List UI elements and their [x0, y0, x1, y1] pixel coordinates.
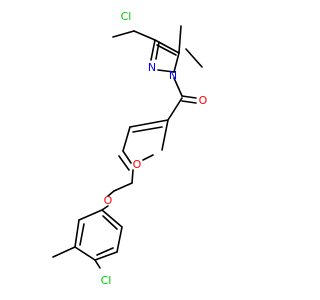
bond [102, 215, 118, 230]
atom-label-cl-bottom: Cl [101, 274, 112, 287]
bond [118, 155, 130, 171]
bond [181, 100, 197, 104]
bond [101, 209, 123, 228]
bond [142, 154, 154, 161]
bond [112, 30, 135, 38]
bond [122, 150, 132, 164]
bond [116, 226, 123, 253]
bond [107, 190, 115, 197]
bond [178, 25, 182, 54]
bond [150, 39, 156, 61]
bond [52, 246, 76, 258]
bond [94, 251, 118, 261]
bond [113, 182, 133, 192]
bond [167, 97, 183, 121]
bond [181, 95, 197, 99]
bond [129, 119, 169, 128]
bond [122, 126, 131, 152]
structure-canvas: Cl N N O O O Cl [52, 10, 208, 287]
bond [161, 119, 169, 151]
bond [96, 247, 114, 256]
bond [155, 41, 160, 60]
bond [78, 209, 103, 221]
bond [79, 223, 85, 246]
bond [173, 52, 180, 73]
atom-label-o-ether: O [104, 194, 113, 207]
atom-label-n1: N [169, 69, 177, 82]
bond [133, 30, 156, 41]
bond [74, 219, 80, 248]
bond [131, 169, 134, 184]
bond [157, 69, 175, 73]
bond [101, 205, 109, 211]
bond [185, 48, 203, 68]
bond [132, 126, 163, 133]
bond [156, 44, 177, 56]
atom-label-n2: N [148, 61, 156, 74]
bond [173, 77, 183, 97]
atom-label-o-carbonyl: O [199, 94, 208, 107]
molecule-structure: Cl N N O O O Cl [52, 10, 208, 287]
atom-label-o-furan: O [133, 158, 142, 171]
bond [74, 246, 96, 261]
bond [94, 259, 101, 269]
atom-label-cl-top: Cl [121, 10, 132, 23]
